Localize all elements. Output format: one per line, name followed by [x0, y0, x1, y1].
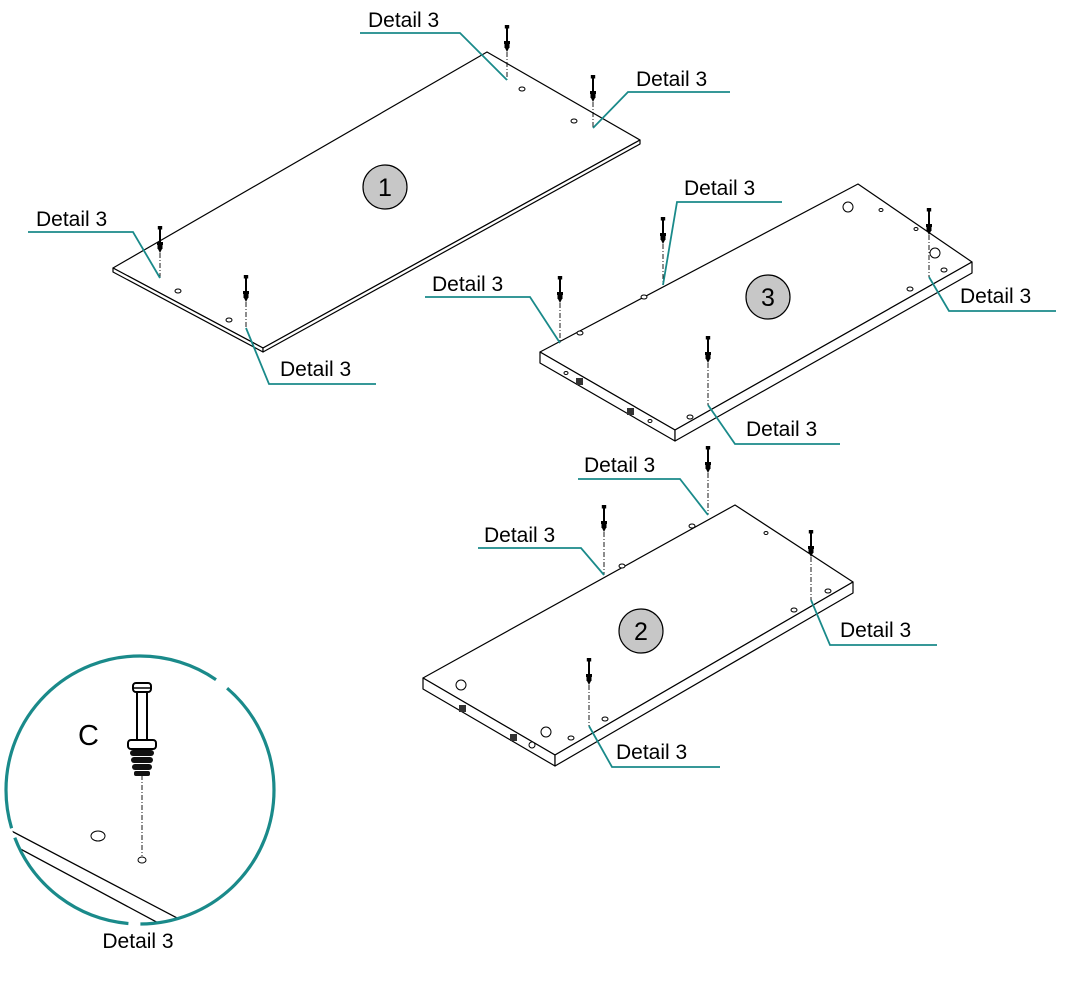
callout-detail: Detail 3	[578, 454, 709, 516]
callout-label: Detail 3	[840, 619, 911, 642]
part-letter-label: C	[78, 720, 99, 752]
callout-detail: Detail 3	[810, 599, 937, 646]
callout-detail: Detail 3	[360, 9, 508, 81]
cam-dowel-icon	[589, 74, 597, 128]
callout-detail: Detail 3	[425, 273, 561, 344]
cam-dowel-icon	[807, 529, 815, 600]
cam-dowel-icon	[600, 504, 608, 575]
detail-caption: Detail 3	[102, 930, 173, 953]
callout-detail: Detail 3	[28, 208, 161, 279]
callout-label: Detail 3	[280, 358, 351, 381]
callout-detail: Detail 3	[707, 404, 840, 445]
badge-number: 1	[378, 174, 392, 202]
callout-detail: Detail 3	[588, 725, 720, 768]
callout-label: Detail 3	[584, 454, 655, 477]
cam-dowel-icon	[556, 275, 564, 343]
callout-label: Detail 3	[636, 68, 707, 91]
callouts: Detail 3 Detail 3 Detail 3 Detail 3 Deta…	[28, 9, 1056, 768]
panel-2-holes	[455, 523, 832, 749]
callout-detail: Detail 3	[662, 177, 782, 286]
callout-detail: Detail 3	[928, 276, 1056, 312]
cam-dowel-icon	[156, 225, 164, 278]
callout-label: Detail 3	[616, 741, 687, 764]
callout-detail: Detail 3	[592, 68, 730, 129]
panel-1-holes	[174, 86, 578, 323]
badge-panel-3: 3	[745, 274, 791, 320]
badge-number: 2	[634, 618, 648, 646]
callout-label: Detail 3	[684, 177, 755, 200]
detail-3-view: C Detail 3	[4, 654, 276, 953]
cam-dowel-icon	[704, 445, 712, 515]
badge-panel-2: 2	[618, 608, 664, 654]
callout-detail: Detail 3	[245, 327, 376, 385]
badge-number: 3	[761, 284, 775, 312]
callout-label: Detail 3	[368, 9, 439, 32]
callout-label: Detail 3	[746, 418, 817, 441]
cam-dowel-icon	[704, 335, 712, 405]
cam-dowel-icon	[585, 657, 593, 726]
cam-dowel-icon	[127, 682, 157, 776]
fasteners	[156, 24, 933, 726]
cam-dowel-icon	[659, 216, 667, 285]
cam-dowel-icon	[242, 274, 250, 328]
cam-dowel-icon	[503, 24, 511, 80]
badge-panel-1: 1	[362, 164, 408, 210]
callout-label: Detail 3	[960, 285, 1031, 308]
callout-detail: Detail 3	[478, 524, 605, 576]
cam-dowel-icon	[925, 207, 933, 277]
callout-label: Detail 3	[36, 208, 107, 231]
callout-label: Detail 3	[432, 273, 503, 296]
panel-3-holes	[563, 201, 948, 423]
callout-label: Detail 3	[484, 524, 555, 547]
